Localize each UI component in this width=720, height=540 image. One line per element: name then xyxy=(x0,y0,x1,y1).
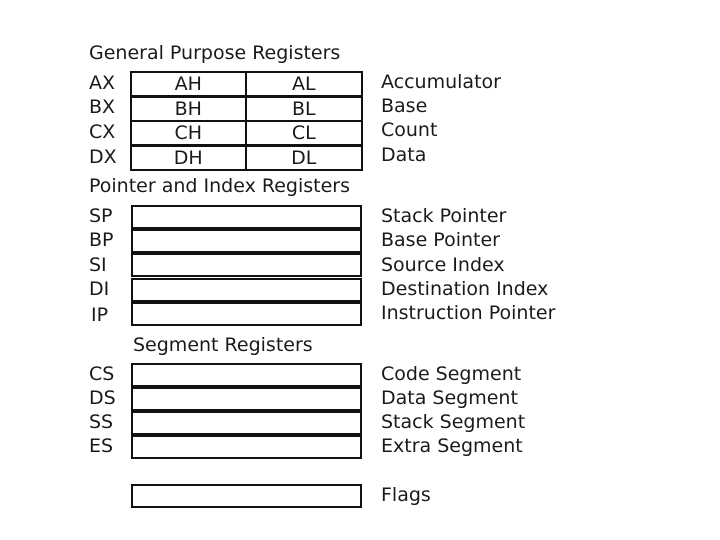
register-low-byte: DL xyxy=(291,146,317,169)
register-description: Stack Segment xyxy=(381,411,526,433)
register-box xyxy=(131,411,362,435)
register-description: Destination Index xyxy=(381,278,549,300)
register-name: BP xyxy=(89,229,114,251)
register-box xyxy=(131,253,362,277)
register-description: Extra Segment xyxy=(381,435,523,457)
register-box: CH CL xyxy=(130,120,363,146)
register-box xyxy=(131,302,362,326)
register-name: IP xyxy=(91,304,109,326)
register-name: AX xyxy=(89,72,116,94)
register-name: DI xyxy=(89,278,110,300)
register-name: DX xyxy=(89,146,117,168)
register-name: SP xyxy=(89,205,113,227)
register-box xyxy=(131,205,362,229)
register-low-byte: BL xyxy=(291,97,316,120)
register-description: Base Pointer xyxy=(381,229,500,251)
register-name: ES xyxy=(89,435,114,457)
register-high-byte: BH xyxy=(132,98,247,120)
register-high-byte: AH xyxy=(132,73,247,95)
register-box: BH BL xyxy=(130,96,363,122)
register-box: DH DL xyxy=(130,145,363,171)
register-description: Base xyxy=(381,95,428,117)
register-box xyxy=(131,278,362,302)
flags-register-box xyxy=(131,484,362,508)
register-description: Stack Pointer xyxy=(381,205,507,227)
register-name: CS xyxy=(89,363,115,385)
register-name: DS xyxy=(89,387,116,409)
register-description: Instruction Pointer xyxy=(381,302,556,324)
register-high-byte: CH xyxy=(132,122,247,144)
register-description: Code Segment xyxy=(381,363,522,385)
register-name: BX xyxy=(89,96,116,118)
register-name: SS xyxy=(89,411,114,433)
register-name: CX xyxy=(89,121,116,143)
register-low-byte: CL xyxy=(291,121,316,144)
register-box xyxy=(131,387,362,411)
register-box: AH AL xyxy=(130,71,363,97)
register-description: Source Index xyxy=(381,254,505,276)
flags-description: Flags xyxy=(381,484,431,506)
register-box xyxy=(131,229,362,253)
register-high-byte: DH xyxy=(132,147,247,169)
register-description: Data xyxy=(381,144,427,166)
register-description: Accumulator xyxy=(381,71,501,93)
general-purpose-registers-title: General Purpose Registers xyxy=(89,42,341,64)
register-name: SI xyxy=(89,254,107,276)
register-low-byte: AL xyxy=(291,72,316,95)
pointer-index-registers-title: Pointer and Index Registers xyxy=(89,175,350,197)
register-box xyxy=(131,363,362,387)
segment-registers-title: Segment Registers xyxy=(133,334,313,356)
register-description: Count xyxy=(381,119,438,141)
register-description: Data Segment xyxy=(381,387,518,409)
register-box xyxy=(131,435,362,459)
